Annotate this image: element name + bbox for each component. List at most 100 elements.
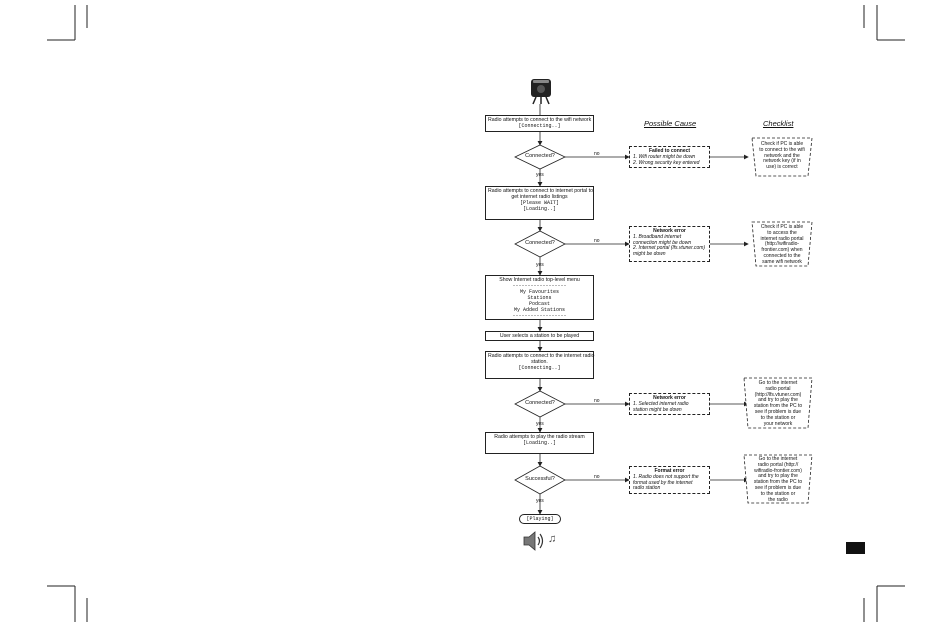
menu-item-favourites: My Favourites (519, 289, 559, 296)
cause-item: radio station (633, 485, 661, 492)
checklist-line: to the station or (760, 414, 796, 421)
checklist-line: your network (763, 420, 793, 427)
step-text: User selects a station to be played (499, 333, 580, 339)
decision-diamond-2 (514, 230, 566, 258)
page-number-badge (846, 542, 865, 554)
cause-item: 1. Selected internet radio (633, 400, 689, 407)
decision-text-3: Connected? (525, 400, 555, 406)
checklist-line: station from the PC to (753, 403, 803, 410)
checklist-text-3: Go to the internet radio portal (http://… (746, 380, 810, 427)
decision-text-2: Connected? (525, 240, 555, 246)
checklist-text-2: Check if PC is able to access the intern… (754, 224, 810, 266)
step-connect-station: Radio attempts to connect to the interne… (485, 351, 594, 379)
checklist-line: Go to the internet (758, 456, 798, 462)
step-status: [Connecting..] (518, 123, 561, 130)
cause-item: 2. Wrong security key entered (633, 159, 700, 166)
checklist-line: (http://lfs.vtuner.com) (754, 391, 802, 398)
checklist-header: Checklist (763, 119, 794, 128)
menu-item-added-stations: My Added Stations (513, 307, 565, 314)
cause-item: 2. Internet portal (lfs.vtuner.com) (633, 245, 706, 252)
checklist-line: see if problem is due (754, 484, 802, 491)
possible-cause-header: Possible Cause (644, 119, 697, 128)
decision-diamond-3 (514, 390, 566, 418)
cause-item: format used by the internet (633, 479, 693, 486)
no-label: no (594, 398, 600, 404)
checklist-line: Check if PC is able (760, 141, 804, 147)
cause-item: station might be down (633, 406, 682, 413)
checklist-line: frontier.com) when (761, 247, 803, 254)
checklist-shape-2 (751, 221, 813, 267)
step-top-menu: Show Internet radio top-level menu -----… (485, 275, 594, 320)
step-text: Radio attempts to connect to internet po… (488, 188, 593, 194)
yes-label: yes (536, 421, 544, 427)
checklist-line: network key (if in (763, 158, 801, 165)
step-status: [Connecting..] (518, 365, 561, 372)
checklist-line: connected to the (763, 252, 801, 259)
checklist-line: wifiradio-frontier.com) (754, 467, 802, 474)
no-label: no (594, 474, 600, 480)
playing-terminal: [Playing] (519, 514, 561, 524)
menu-item-stations: Stations (527, 295, 552, 302)
checklist-line: internet radio portal (760, 235, 804, 242)
checklist-line: to the station or (760, 490, 796, 497)
yes-label: yes (536, 262, 544, 268)
checklist-shape-1 (751, 137, 813, 177)
yes-label: yes (536, 172, 544, 178)
step-text: Radio attempts to connect to the wifi ne… (488, 117, 592, 123)
checklist-line: radio portal (765, 385, 791, 392)
menu-divider: ------------------ (512, 283, 567, 290)
decision-diamond-4 (514, 465, 566, 495)
step-connect-wifi: Radio attempts to connect to the wifi ne… (485, 115, 594, 132)
yes-label: yes (536, 498, 544, 504)
step-text: get internet radio listings (511, 194, 568, 201)
cause-item: connection might be down (633, 239, 692, 246)
cause-box-3: Network error 1. Selected internet radio… (629, 393, 710, 415)
checklist-line: to access the (767, 229, 797, 236)
cause-box-1: Failed to connect 1. Wifi router might b… (629, 146, 710, 168)
speaker-volume-icon (523, 531, 544, 551)
checklist-line: radio portal (http:// (757, 461, 799, 468)
step-play-stream: Radio attempts to play the radio stream … (485, 432, 594, 454)
checklist-text-1: Check if PC is able to connect to the wi… (754, 141, 810, 171)
checklist-line: and try to play the (758, 473, 798, 480)
step-text: Radio attempts to play the radio stream (494, 434, 585, 440)
checklist-shape-3 (743, 377, 813, 429)
checklist-line: Check if PC is able (760, 224, 804, 230)
decision-diamond-1 (514, 144, 566, 170)
checklist-line: station from the PC to (753, 479, 803, 486)
checklist-line: network and the (764, 152, 800, 159)
checklist-shape-4 (743, 454, 813, 504)
checklist-line: the radio (768, 496, 788, 503)
step-select-station: User selects a station to be played (485, 331, 594, 341)
cause-title: Format error (654, 468, 685, 474)
radio-speaker-icon (531, 79, 551, 105)
decision-text-4: Successful? (525, 476, 555, 482)
checklist-line: same wifi network (762, 258, 802, 265)
cause-item: might be down (633, 251, 666, 258)
cause-title: Failed to connect (648, 148, 691, 154)
checklist-line: see if problem is due (754, 408, 802, 415)
checklist-line: and try to play the (758, 397, 798, 404)
checklist-text-4: Go to the internet radio portal (http://… (746, 456, 810, 503)
checklist-line: Go to the internet (758, 380, 798, 386)
step-text: Radio attempts to connect to the interne… (488, 353, 595, 359)
decision-text-1: Connected? (525, 153, 555, 159)
step-status: [Please WAIT] (519, 200, 559, 207)
step-status: [Loading..] (522, 440, 556, 447)
step-connect-portal: Radio attempts to connect to internet po… (485, 186, 594, 220)
no-label: no (594, 151, 600, 157)
menu-item-podcast: Podcast (528, 301, 550, 308)
step-text: Show Internet radio top-level menu (499, 277, 580, 283)
step-status: [Loading..] (522, 206, 556, 213)
cause-title: Network error (653, 395, 686, 401)
cause-box-2: Network error 1. Broadband internet conn… (629, 226, 710, 262)
checklist-line: use) is correct (766, 164, 798, 171)
cause-box-4: Format error 1. Radio does not support t… (629, 466, 710, 494)
cause-title: Network error (653, 228, 686, 234)
music-note-icon: ♫ (548, 533, 557, 545)
menu-divider: ------------------ (512, 313, 567, 320)
cause-item: 1. Wifi router might be down (633, 153, 696, 160)
